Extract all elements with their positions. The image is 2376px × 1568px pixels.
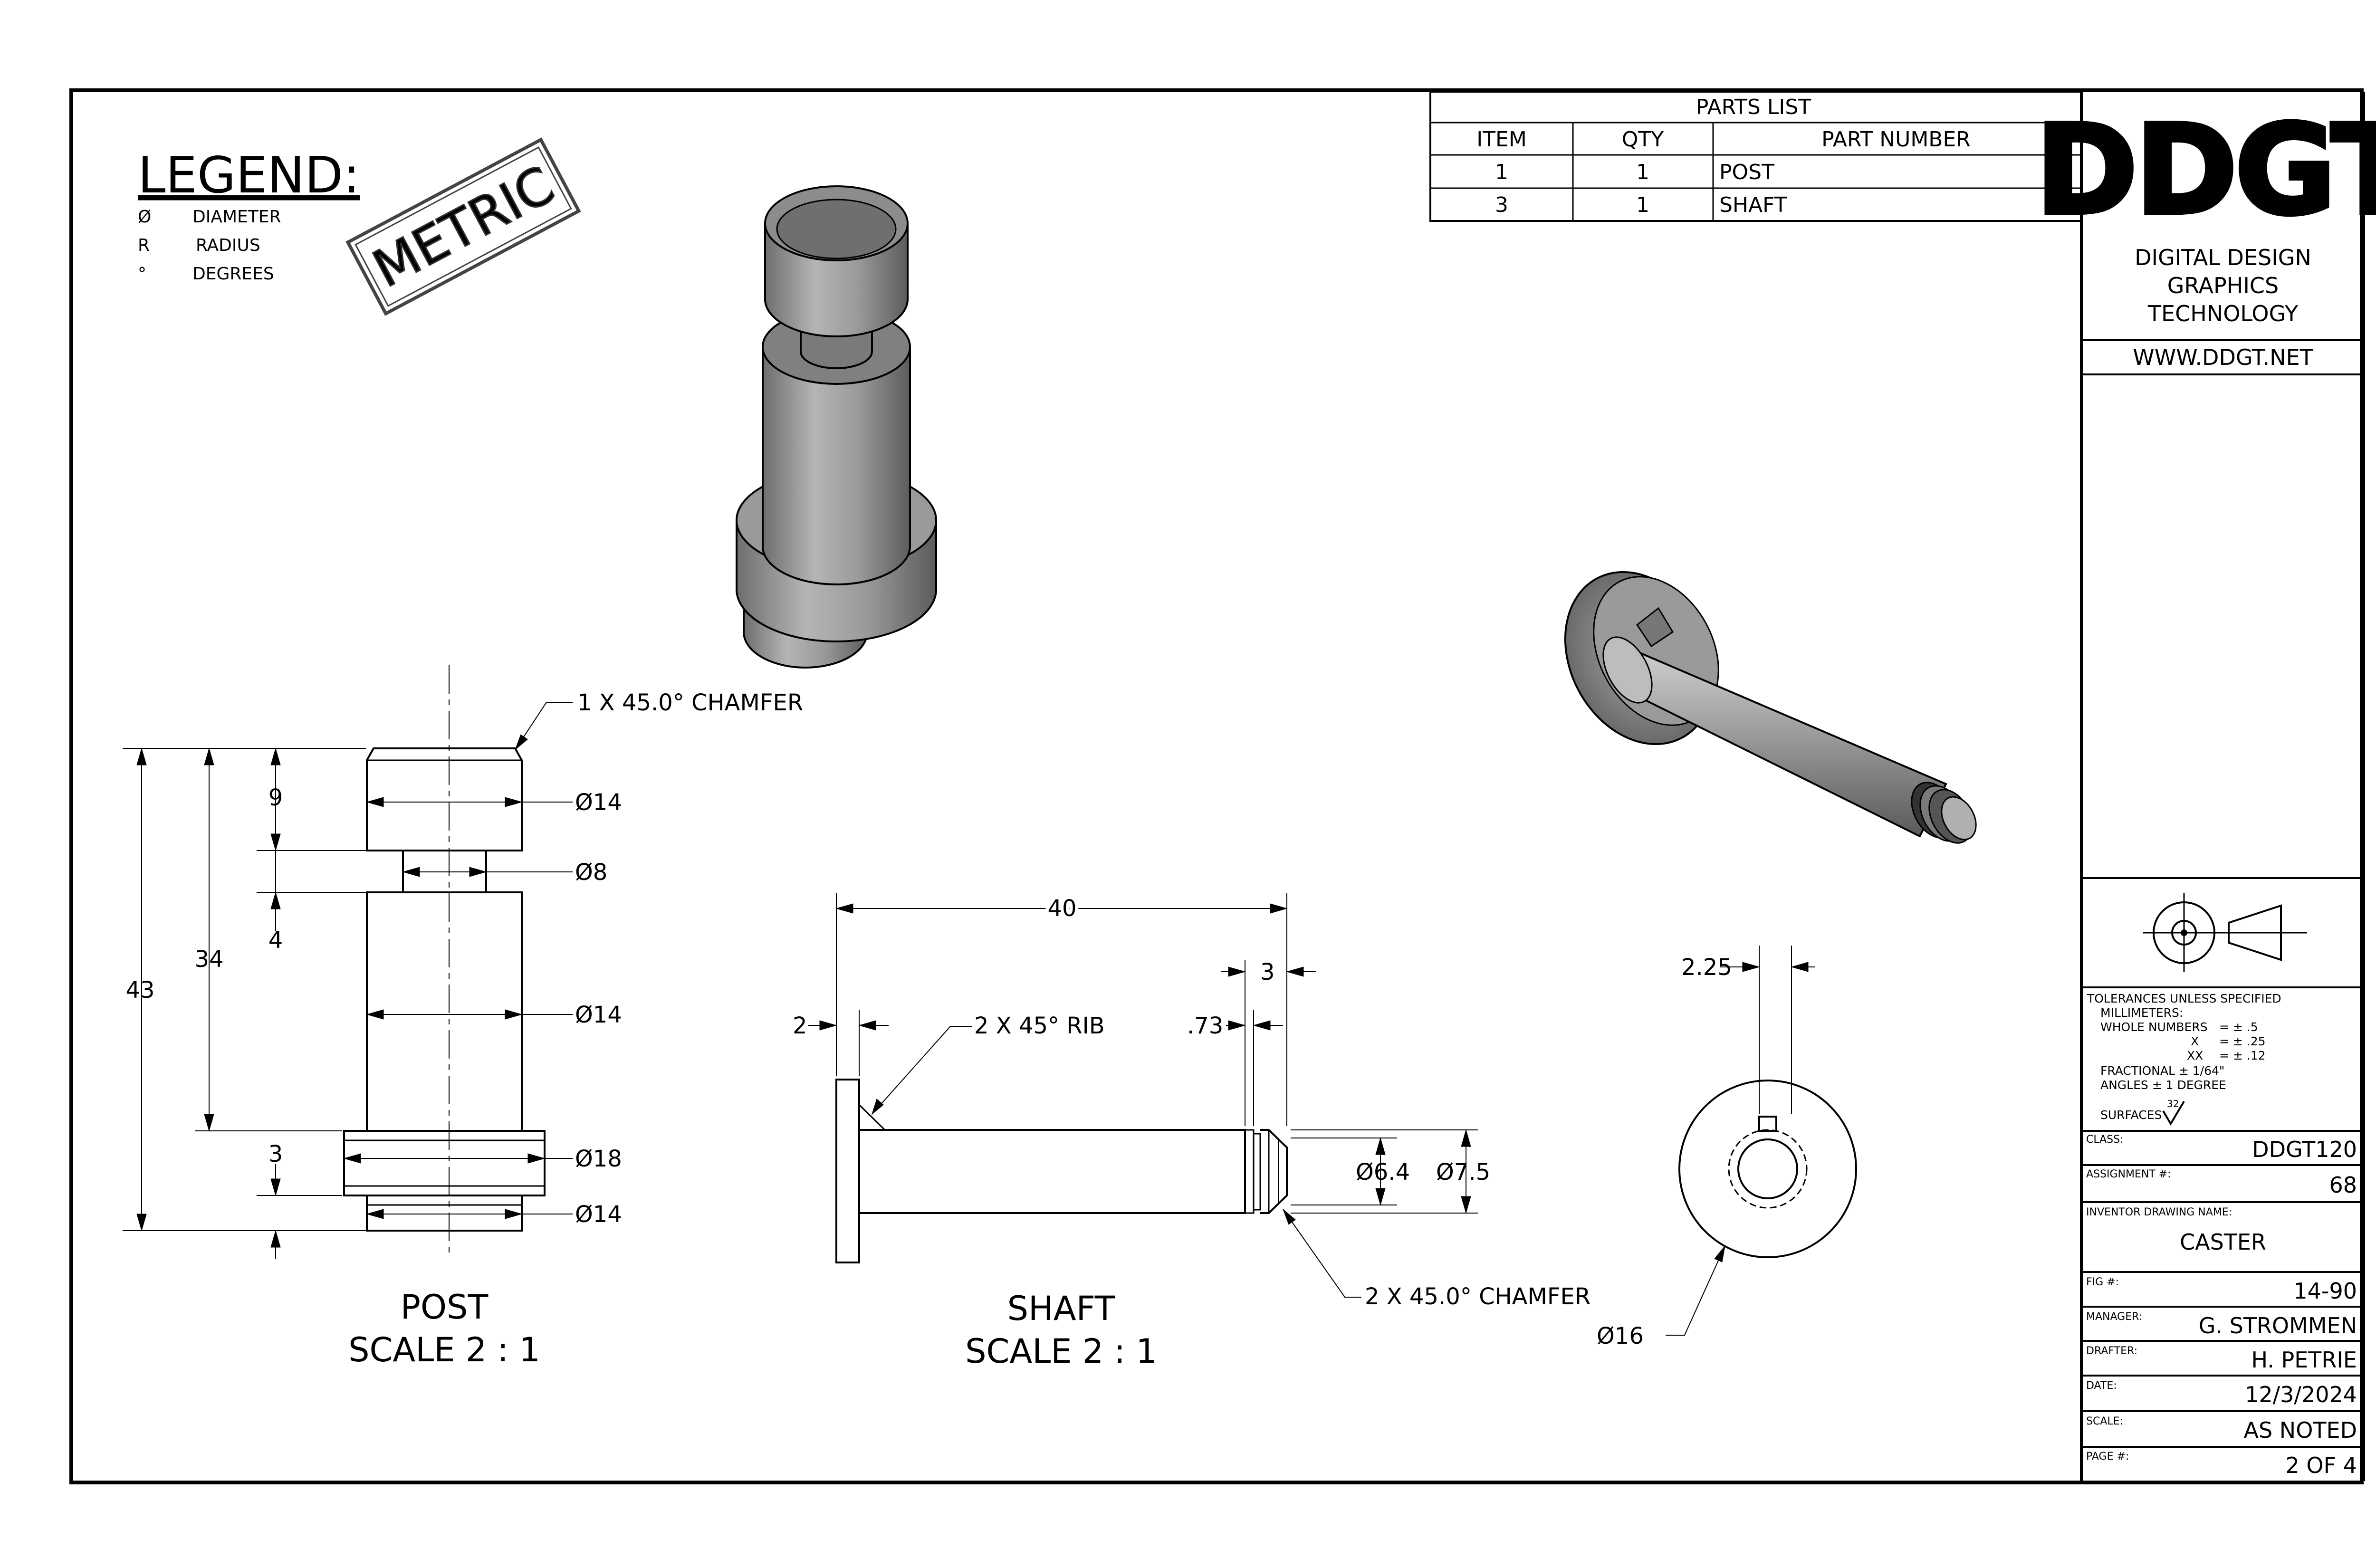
assignment-label: ASSIGNMENT #: — [2086, 1168, 2171, 1180]
title-block: DDGT DIGITAL DESIGN GRAPHICS TECHNOLOGY … — [2033, 92, 2376, 1481]
tolerance-fractional: FRACTIONAL ± 1/64" — [2100, 1064, 2224, 1078]
post-dim-d-flange: Ø18 — [575, 1146, 622, 1172]
tolerance-x-label: X — [2191, 1034, 2199, 1048]
parts-row-1-qty: 1 — [1636, 160, 1649, 184]
post-dim-top: 9 — [268, 784, 283, 811]
post-dim-d-neck: Ø8 — [575, 859, 607, 886]
class-value: DDGT120 — [2252, 1137, 2357, 1162]
end-dim-diameter: Ø16 — [1597, 1323, 1644, 1349]
post-dim-height: 34 — [194, 946, 223, 973]
company-logo: DDGT — [2035, 99, 2376, 242]
shaft-chamfer-note: 2 X 45.0° CHAMFER — [1365, 1283, 1590, 1310]
fig-value: 14-90 — [2293, 1278, 2357, 1304]
scale-value: AS NOTED — [2244, 1417, 2357, 1443]
tolerance-whole-value: = ± .5 — [2219, 1020, 2258, 1034]
date-label: DATE: — [2086, 1380, 2117, 1392]
legend-text-degrees: DEGREES — [192, 264, 274, 284]
drawing-name-label: INVENTOR DRAWING NAME: — [2086, 1206, 2232, 1218]
shaft-dim-groove-pos: .73 — [1187, 1013, 1223, 1039]
assignment-value: 68 — [2329, 1172, 2357, 1198]
legend-text-diameter: DIAMETER — [192, 207, 281, 227]
shaft-dim-length: 40 — [1047, 895, 1076, 922]
end-dim-slot: 2.25 — [1681, 954, 1732, 981]
company-name-line-2: GRAPHICS — [2167, 273, 2279, 298]
company-name-line-1: DIGITAL DESIGN — [2135, 245, 2311, 270]
post-dim-flange: 3 — [268, 1141, 283, 1167]
post-dim-neck: 4 — [268, 927, 283, 954]
parts-list-title: PARTS LIST — [1696, 95, 1811, 119]
parts-row-2-part: SHAFT — [1719, 193, 1787, 217]
tolerance-angles: ANGLES ± 1 DEGREE — [2100, 1078, 2226, 1092]
post-front-view — [123, 665, 573, 1259]
legend-symbol-diameter: Ø — [138, 207, 151, 227]
post-dim-d-bottom: Ø14 — [575, 1201, 622, 1228]
shaft-view-title: SHAFT — [1007, 1289, 1115, 1328]
legend-symbol-degrees: ° — [138, 264, 146, 284]
shaft-view-scale: SCALE 2 : 1 — [965, 1332, 1157, 1371]
shaft-dim-end: 3 — [1260, 959, 1275, 985]
manager-label: MANAGER: — [2086, 1311, 2142, 1323]
tolerance-heading: TOLERANCES UNLESS SPECIFIED — [2087, 992, 2281, 1005]
company-name-line-3: TECHNOLOGY — [2147, 301, 2299, 326]
tolerance-xx-value: = ± .12 — [2219, 1049, 2266, 1062]
post-dimension-labels: 43 34 9 4 3 Ø14 Ø8 Ø14 Ø18 Ø14 1 X 45.0°… — [125, 689, 803, 1369]
end-view-dimension-labels: 2.25 Ø16 — [1597, 954, 1732, 1349]
shaft-rib-note: 2 X 45° RIB — [974, 1013, 1105, 1039]
parts-list: PARTS LIST ITEM QTY PART NUMBER 1 1 POST… — [1429, 91, 2082, 222]
tolerance-xx-label: XX — [2187, 1049, 2203, 1062]
drafter-value: H. PETRIE — [2251, 1347, 2357, 1373]
fig-label: FIG #: — [2086, 1276, 2119, 1288]
parts-row-2-item: 3 — [1495, 193, 1508, 217]
projection-symbol-icon — [2143, 893, 2307, 972]
post-chamfer-note: 1 X 45.0° CHAMFER — [577, 689, 803, 716]
post-dim-overall: 43 — [125, 977, 154, 1004]
shaft-dimension-labels: 40 2 .73 3 Ø6.4 Ø7.5 2 X 45° RIB 2 X 45.… — [793, 892, 1590, 1371]
scale-label: SCALE: — [2086, 1415, 2123, 1427]
shaft-dim-d-end: Ø6.4 — [1356, 1159, 1410, 1186]
parts-header-part-number: PART NUMBER — [1821, 127, 1971, 152]
date-value: 12/3/2024 — [2245, 1382, 2357, 1407]
shaft-end-view — [1666, 946, 1857, 1336]
shaft-dim-head: 2 — [793, 1013, 807, 1039]
tolerance-notes: TOLERANCES UNLESS SPECIFIED MILLIMETERS:… — [2087, 992, 2281, 1126]
drawing-name-value: CASTER — [2180, 1229, 2266, 1255]
legend: LEGEND: Ø DIAMETER R RADIUS ° DEGREES — [138, 146, 360, 284]
tolerance-units: MILLIMETERS: — [2100, 1006, 2183, 1020]
page-label: PAGE #: — [2086, 1451, 2129, 1463]
metric-stamp: METRIC — [345, 137, 581, 316]
parts-row-1-part: POST — [1719, 160, 1774, 184]
shaft-isometric-view — [1564, 571, 1977, 844]
surface-finish-icon — [2162, 1100, 2185, 1126]
parts-header-qty: QTY — [1622, 127, 1664, 152]
post-view-title: POST — [401, 1288, 489, 1327]
sheet-border — [69, 88, 2364, 1484]
surface-finish-value: 32 — [2167, 1098, 2179, 1109]
parts-row-2-qty: 1 — [1636, 193, 1649, 217]
company-website: WWW.DDGT.NET — [2133, 344, 2313, 370]
class-label: CLASS: — [2086, 1134, 2124, 1146]
post-dim-d-body: Ø14 — [575, 1002, 622, 1028]
manager-value: G. STROMMEN — [2199, 1313, 2357, 1339]
legend-title: LEGEND: — [138, 146, 360, 204]
tolerance-surfaces: SURFACES — [2100, 1108, 2162, 1122]
legend-symbol-radius: R — [138, 236, 150, 255]
legend-text-radius: RADIUS — [196, 236, 260, 255]
post-isometric-view — [736, 185, 937, 669]
parts-header-item: ITEM — [1476, 127, 1527, 152]
parts-row-1-item: 1 — [1495, 160, 1508, 184]
tolerance-x-value: = ± .25 — [2219, 1034, 2266, 1048]
shaft-front-view — [808, 893, 1478, 1298]
post-view-scale: SCALE 2 : 1 — [348, 1330, 540, 1369]
tolerance-whole-label: WHOLE NUMBERS — [2100, 1020, 2208, 1034]
post-dim-d-top: Ø14 — [575, 789, 622, 816]
shaft-dim-d-body: Ø7.5 — [1436, 1159, 1490, 1186]
drafter-label: DRAFTER: — [2086, 1345, 2137, 1357]
page-value: 2 OF 4 — [2286, 1453, 2357, 1478]
